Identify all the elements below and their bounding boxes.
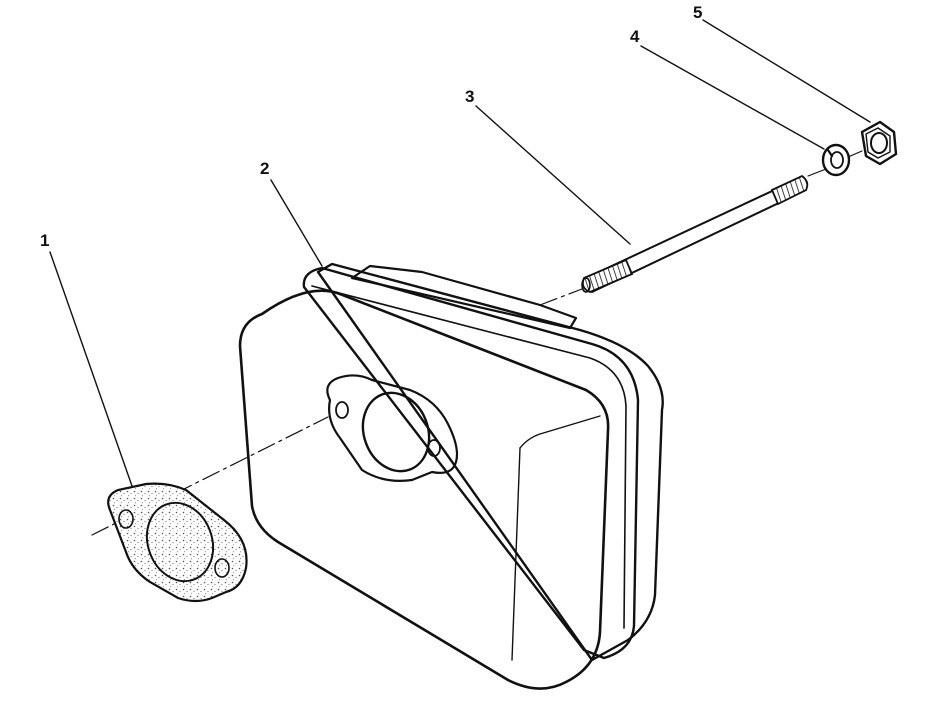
gasket-outline — [107, 482, 248, 603]
muffler-bolt-hole-right — [427, 439, 441, 457]
leader-line-5 — [702, 19, 871, 123]
callout-3: 3 — [465, 87, 474, 106]
gasket-bolt-hole-left — [118, 509, 134, 529]
gasket-bolt-hole-right — [214, 558, 230, 578]
hex-nut — [860, 120, 898, 166]
muffler-inlet-port — [361, 391, 431, 473]
muffler-flange-inner — [311, 285, 627, 629]
lock-washer — [821, 143, 851, 177]
leader-line-4 — [640, 45, 825, 150]
muffler-rear-housing — [316, 262, 664, 662]
callout-2: 2 — [260, 159, 269, 178]
leader-line-2 — [270, 179, 323, 267]
leader-line-3 — [475, 105, 631, 245]
gasket — [107, 482, 248, 603]
callout-4: 4 — [630, 27, 640, 46]
muffler-front-body — [238, 289, 610, 690]
stud — [581, 174, 809, 293]
leader-lines — [49, 19, 871, 487]
center-lines — [91, 150, 863, 536]
muffler — [238, 262, 664, 690]
callout-5: 5 — [693, 3, 702, 22]
muffler-top-tab — [350, 264, 578, 330]
callout-1: 1 — [40, 231, 49, 250]
muffler-inlet-flange — [326, 374, 459, 482]
gasket-center-hole — [145, 501, 215, 583]
muffler-flange-rim — [302, 266, 640, 660]
stud-thread-far — [770, 174, 809, 206]
callout-labels: 1 2 3 4 5 — [40, 3, 702, 250]
leader-line-1 — [49, 251, 133, 487]
muffler-bolt-hole-left — [335, 401, 349, 419]
